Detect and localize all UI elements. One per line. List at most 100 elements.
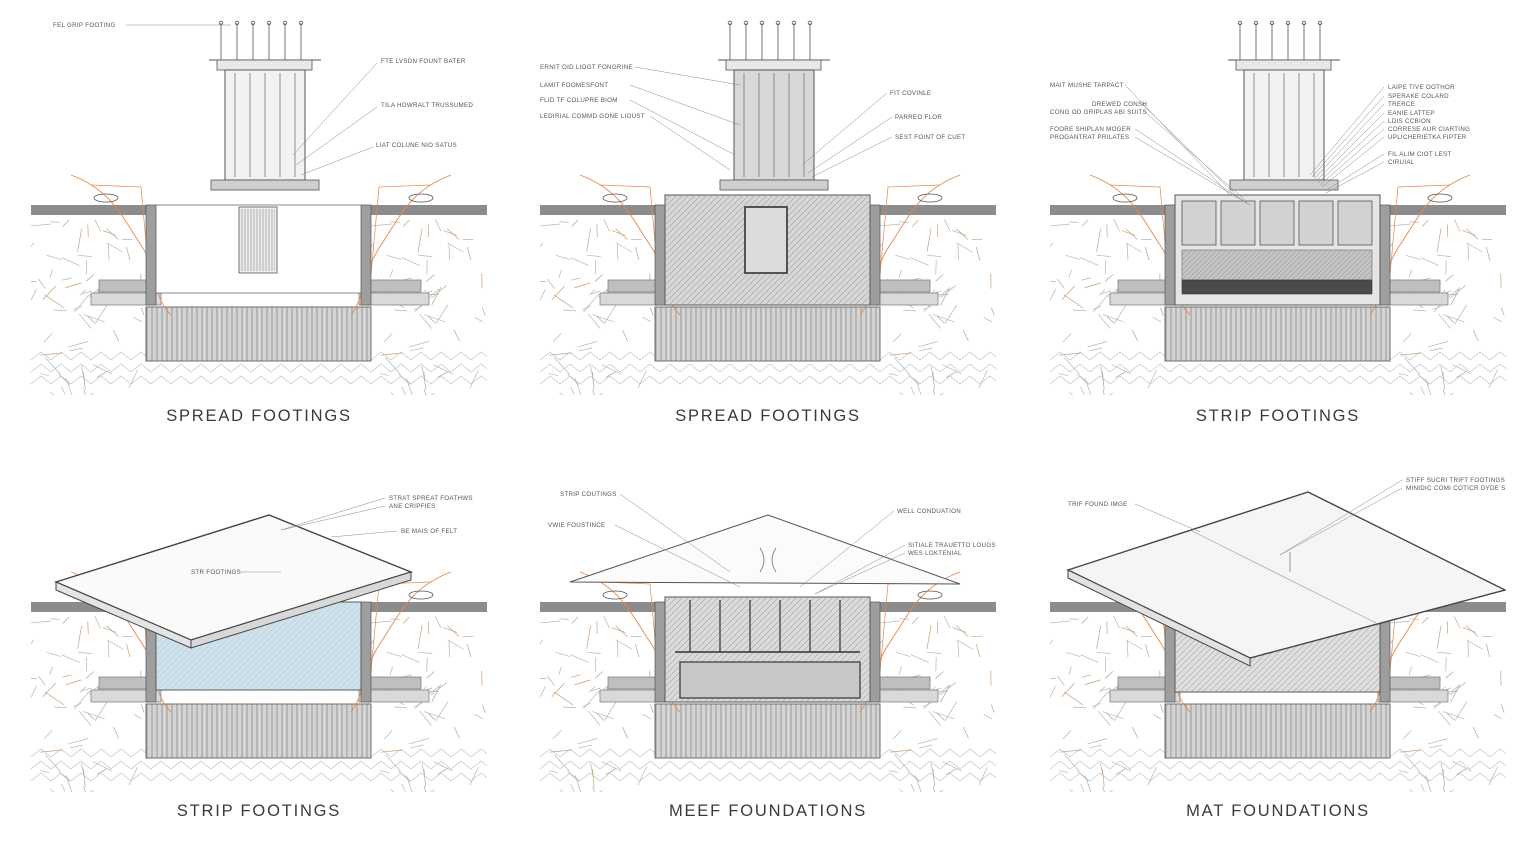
callout-label: STR FOOTINGS <box>191 569 241 576</box>
leader-line <box>629 99 736 156</box>
surface-fixture-right <box>408 590 434 600</box>
footing-base-block <box>1164 703 1391 759</box>
foundation-section-drawing: ERNIT OID LIOGT FONGRINE LAMIT FOOMESFONT… <box>540 20 996 395</box>
leader-line <box>807 116 893 174</box>
callout-label: MINIDIC COMI COTICR DYDE STUIS <box>1406 485 1506 492</box>
leader-line <box>1315 112 1385 182</box>
callout-label: STRAT SPREAT FOATHWS <box>389 495 473 502</box>
leader-line <box>1324 153 1385 192</box>
leader-line <box>619 493 731 573</box>
foundation-structure <box>1066 491 1506 693</box>
callout-label: FIL ALIM CIOT LEST <box>1388 151 1452 158</box>
leader-line <box>799 510 895 588</box>
callout-label: ERNIT OID LIOGT FONGRINE <box>540 64 633 71</box>
surface-fixture-left <box>93 193 119 203</box>
foundation-section-drawing: TRIF FOUND IMGE STIFF SUCRI TRIFT FOOTING… <box>1050 477 1506 792</box>
callout-label: TRERCE <box>1388 101 1415 108</box>
surface-fixture-right <box>1427 193 1453 203</box>
roof-outline <box>569 514 961 585</box>
surface-fixture-right <box>408 193 434 203</box>
surface-fixture-right <box>917 193 943 203</box>
surface-fixture-left <box>1112 193 1138 203</box>
callout-label: ANE CRIPFIES <box>389 503 436 510</box>
leader-line <box>801 92 888 166</box>
leader-line <box>1279 479 1403 556</box>
foundation-panel-2: ERNIT OID LIOGT FONGRINE LAMIT FOOMESFONT… <box>540 15 996 395</box>
surface-fixture-left <box>602 590 628 600</box>
callout-label: VWIE FOUSTINCE <box>548 522 605 529</box>
callout-label: LIAT COLUNE NIO SATUS <box>376 142 457 149</box>
leader-line <box>1134 136 1251 206</box>
leader-line <box>1144 111 1246 201</box>
footing-door <box>238 206 278 274</box>
callout-label: MAIT MUSHE TARPACT <box>1050 82 1124 89</box>
leader-line <box>811 136 893 178</box>
callout-label: DREWED CONSH <box>1092 101 1147 108</box>
panel-caption: MAT FOUNDATIONS <box>1186 802 1370 820</box>
callout-label: LEDIRIAL COMMD GONE LIOUST <box>540 113 645 120</box>
panel-caption: MEEF FOUNDATIONS <box>668 802 868 820</box>
callout-label: LDIS CCBION <box>1388 118 1431 125</box>
callout-label: STRIP COUTINGS <box>560 491 617 498</box>
callout-label: SEST FOINT OF CUET <box>895 134 966 141</box>
leader-line <box>280 497 386 531</box>
leader-line <box>1134 503 1201 533</box>
leader-line <box>1141 103 1239 198</box>
callout-label: TRIF FOUND IMGE <box>1068 501 1128 508</box>
footing-base-block <box>145 306 372 362</box>
panel-caption: STRIP FOOTINGS <box>1195 407 1361 425</box>
leader-line <box>1325 161 1385 194</box>
leader-line <box>814 544 906 595</box>
ground-section <box>1050 174 1506 395</box>
callout-label: CIRUIAL <box>1388 159 1415 166</box>
leader-line <box>1321 136 1385 188</box>
foundation-structure <box>569 514 961 703</box>
foundation-structure <box>1174 194 1381 306</box>
leader-line <box>1309 86 1385 176</box>
column-assembly <box>1228 20 1340 191</box>
foundation-structure <box>53 514 414 691</box>
soil-chevron-pattern <box>1050 351 1506 385</box>
panel-caption: SPREAD FOOTINGS <box>675 407 861 425</box>
leader-line <box>614 524 741 588</box>
footing-base-block <box>1164 306 1391 362</box>
leader-line <box>1313 103 1385 180</box>
leader-line <box>295 106 378 166</box>
footing-panel <box>1220 200 1256 246</box>
leader-line <box>1279 487 1403 556</box>
callout-label: LAMIT FOOMESFONT <box>540 82 608 89</box>
callout-label: FOORE SHIPLAN MOGER <box>1050 126 1131 133</box>
callout-label: CONG OD GRIPLAS ABI SUITS <box>1050 109 1147 116</box>
leader-line <box>1319 128 1385 186</box>
callout-label: SPERAKE COLARD <box>1388 93 1449 100</box>
column-assembly <box>209 20 321 191</box>
footing-panel <box>1181 200 1217 246</box>
callout-label: EANIE LATTEP <box>1388 110 1435 117</box>
callout-label: WES LOKTENIAL <box>908 550 962 557</box>
leader-line <box>292 62 378 156</box>
leader-line <box>330 530 398 538</box>
leader-line <box>1124 84 1231 196</box>
leader-line <box>300 146 374 176</box>
footing-base-block <box>654 703 881 759</box>
leader-line <box>629 84 741 126</box>
callout-label: TILA HOWRALT TRUSSUMED <box>381 102 473 109</box>
callout-label: STIFF SUCRI TRIFT FOOTINGS <box>1406 477 1505 484</box>
ground-section <box>31 174 487 395</box>
callout-label: UPLICHERIETKA FIPTER <box>1388 134 1467 141</box>
callout-labels: TRIF FOUND IMGE STIFF SUCRI TRIFT FOOTING… <box>1068 477 1506 556</box>
footing-panel <box>1298 200 1334 246</box>
callout-label: PARREO FLOR <box>895 114 942 121</box>
panel-caption: STRIP FOOTINGS <box>176 802 342 820</box>
callout-label: CORRESE AUR CIARTING <box>1388 126 1470 133</box>
ground-section <box>1050 571 1506 792</box>
callout-label: FIT COVINLE <box>890 90 931 97</box>
